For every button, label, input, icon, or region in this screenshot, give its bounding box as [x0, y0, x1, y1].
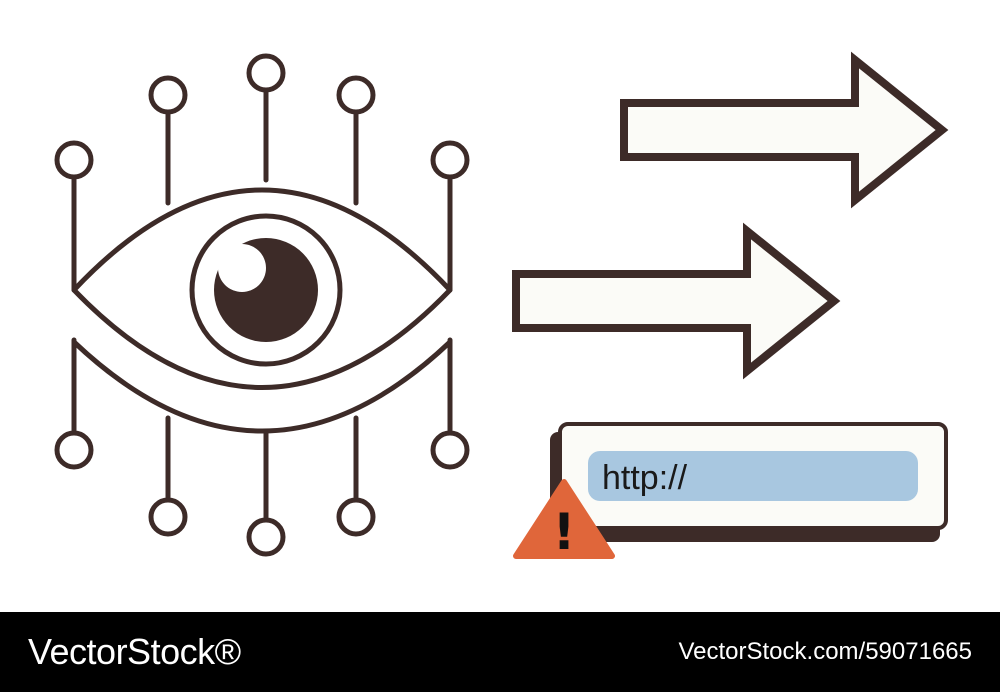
warning-icon: ! — [513, 479, 615, 561]
watermark-bar: VectorStock® VectorStock.com/59071665 — [0, 612, 1000, 692]
url-text: http:// — [602, 459, 688, 497]
eye-outline — [71, 187, 453, 390]
circuit-lines-bottom — [71, 337, 453, 521]
eye-lower-lid — [71, 339, 453, 434]
warning-exclamation: ! — [553, 503, 576, 561]
vectorstock-logo: VectorStock® — [28, 631, 241, 672]
eye-circuit-icon — [54, 53, 470, 557]
eye-iris — [189, 213, 343, 367]
circuit-lines-top — [71, 87, 453, 293]
arrow-right-icon — [512, 222, 841, 380]
circuit-nodes — [54, 53, 470, 557]
image-id: VectorStock.com/59071665 — [678, 638, 972, 665]
warning-triangle — [513, 479, 615, 559]
eye-highlight — [218, 244, 266, 292]
url-bar: http:// — [550, 422, 948, 542]
arrow-right-icon — [620, 51, 949, 209]
url-input[interactable] — [588, 451, 918, 501]
illustration: http:// ! — [54, 51, 949, 561]
